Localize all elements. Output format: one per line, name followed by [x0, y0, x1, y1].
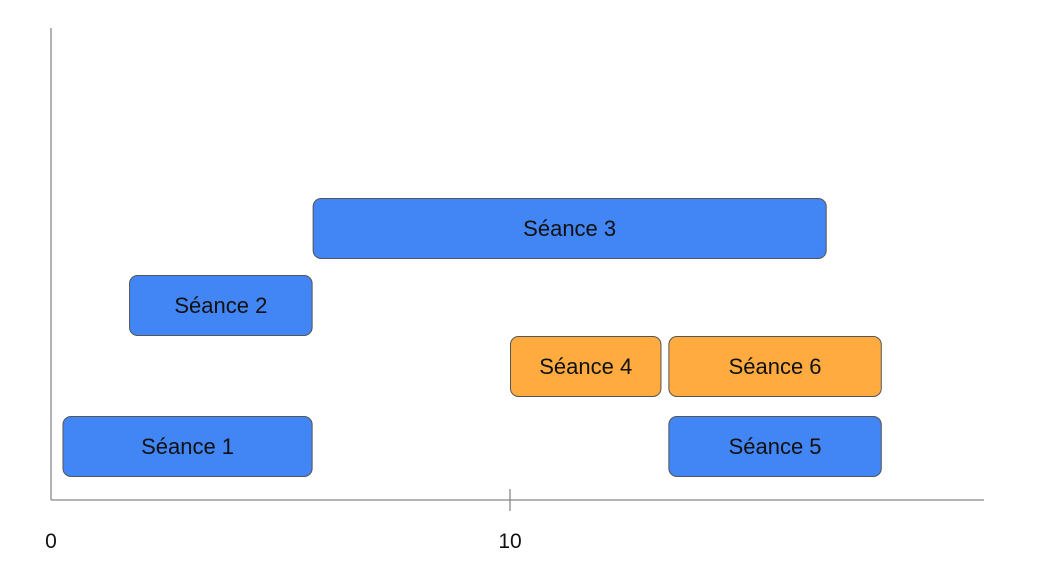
- x-tick-label: 0: [45, 530, 57, 553]
- sessions: Séance 1 Séance 2 Séance 3 Séance 4 Séance 5…: [62, 198, 882, 477]
- session-bar-rect: [668, 416, 882, 477]
- session-bar[interactable]: Séance 6: [668, 336, 882, 397]
- session-label: Séance 1: [141, 434, 234, 459]
- session-bar[interactable]: Séance 4: [510, 336, 662, 397]
- session-bar-rect: [312, 198, 827, 259]
- session-bar[interactable]: Séance 2: [129, 275, 313, 336]
- x-tick-label: 10: [498, 530, 521, 553]
- session-bar-rect: [668, 336, 882, 397]
- session-label: Séance 6: [729, 354, 822, 379]
- session-label: Séance 5: [729, 434, 822, 459]
- x-axis-ticks: 0 10: [45, 489, 522, 553]
- session-bar[interactable]: Séance 1: [62, 416, 313, 477]
- session-bar[interactable]: Séance 5: [668, 416, 882, 477]
- session-bar-rect: [129, 275, 313, 336]
- session-bar-rect: [62, 416, 313, 477]
- session-bar-rect: [510, 336, 662, 397]
- session-label: Séance 3: [523, 216, 616, 241]
- session-label: Séance 2: [174, 293, 267, 318]
- session-bar[interactable]: Séance 3: [312, 198, 827, 259]
- session-label: Séance 4: [539, 354, 632, 379]
